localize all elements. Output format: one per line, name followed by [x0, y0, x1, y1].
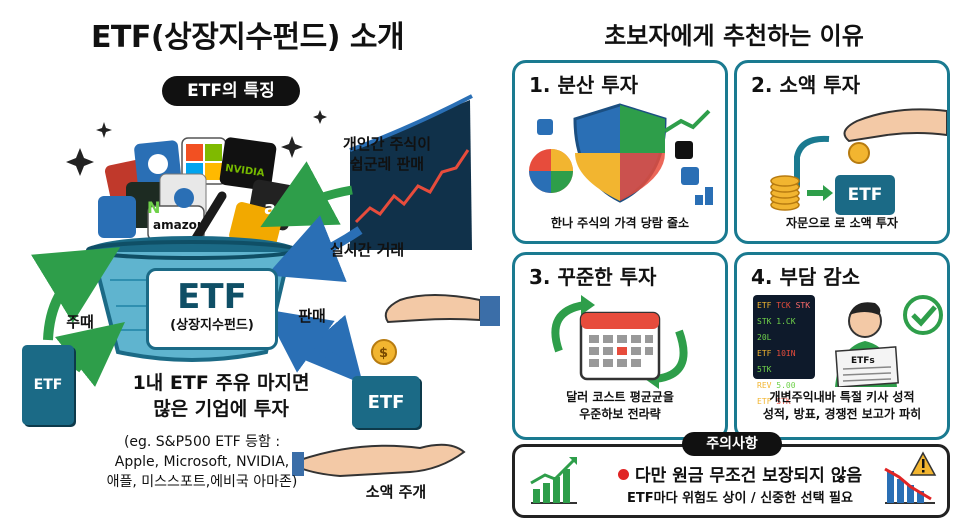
logo-n: N — [147, 198, 160, 217]
stock-screen: ETF TCK STK STK 1.CK 20L ETF 10IN 5TK RE… — [753, 295, 815, 406]
etf-card: ETF — [22, 345, 74, 425]
logo-amazon: amazon — [153, 218, 205, 232]
card-title: 4. 부담 감소 — [751, 265, 861, 289]
sell-label-text: 개인간 주식이 쉽군레 판매 — [342, 135, 432, 173]
basket-sub-text: (상장지수펀드) — [170, 318, 254, 333]
card-title: 3. 꾸준한 투자 — [529, 265, 657, 289]
red-dot-icon — [618, 469, 629, 480]
arrow-icon — [264, 309, 343, 373]
shield-icon — [529, 103, 713, 205]
caution-main-text: 다만 원금 무조건 보장되지 않음 — [605, 461, 875, 486]
sell-label: 개인간 주식이 쉽군레 판매 — [322, 134, 452, 174]
card-reduced-burden: 4. 부담 감소 ETF TCK STK STK 1.CK 20L ETF 10… — [734, 252, 950, 440]
page-title: ETF(상장지수펀드) 소개 — [90, 20, 405, 55]
card-caption: 개변주익내바 특절 키사 성적 성적, 방표, 경쟁전 보고가 파히 — [762, 390, 922, 421]
chart-icons — [530, 451, 937, 504]
screen-row: ETF 10IN 5TK — [757, 349, 796, 374]
arrow-icon — [266, 215, 363, 283]
etf-box: ETF — [835, 175, 895, 215]
right-title: 초보자에게 추천하는 이유 — [604, 22, 864, 50]
arrow-icon — [55, 322, 125, 387]
arrow-icon — [260, 161, 353, 228]
screen-row: STK 1.CK 20L — [757, 317, 796, 342]
realtime-label: 실시간 거래 — [330, 241, 405, 259]
rising-chart-icon — [530, 457, 577, 504]
person-reading-icon: ETFs — [835, 295, 943, 387]
description-main: 1내 ETF 주유 마지면 많은 기업에 투자 — [132, 372, 310, 420]
etf-small-card: ETF — [352, 376, 420, 428]
calendar-icon — [551, 295, 688, 389]
screen-row: ETF TCK STK — [757, 301, 811, 310]
svg-text:$: $ — [379, 346, 388, 361]
caution-sub-text: ETF마다 위험도 상이 / 신중한 선택 필요 — [627, 491, 853, 506]
paper-label: ETFs — [851, 356, 875, 366]
card-diversified-investment: 1. 분산 투자 한나 주식의 가격 당람 줄소 — [512, 60, 728, 244]
hand-coin-icon — [770, 108, 947, 211]
warning-chart-icon — [884, 451, 937, 504]
hand-receive-icon — [292, 443, 466, 478]
logo-a: a — [264, 198, 276, 219]
basket-label: ETF (상장지수펀드) — [146, 268, 278, 350]
description-example: (eg. S&P500 ETF 등함 : Apple, Microsoft, N… — [106, 434, 298, 490]
card-title: 2. 소액 투자 — [751, 73, 861, 97]
arrow-icon — [31, 247, 121, 341]
screen-row: REV 5.00 — [757, 381, 796, 390]
buy-label: 주때 — [66, 313, 94, 331]
card-small-investment: 2. 소액 투자 ETF 자문으로 로 소액 투자 — [734, 60, 950, 244]
hand-coin-icon: $ — [371, 294, 500, 365]
features-pill: ETF의 특징 — [162, 76, 300, 106]
caution-pill: 주의사항 — [682, 432, 782, 456]
basket-etf-text: ETF — [177, 277, 247, 317]
sell2-label: 판매 — [298, 307, 326, 325]
card-caption: 달러 코스트 평균균을 우준하보 전라략 — [566, 390, 674, 421]
card-caption: 자문으로 로 소액 투자 — [786, 216, 898, 230]
caution-box: 다만 원금 무조건 보장되지 않음 ETF마다 위험도 상이 / 신중한 선택 … — [512, 444, 950, 518]
card-title: 1. 분산 투자 — [529, 73, 639, 97]
card-caption: 한나 주식의 가격 당람 줄소 — [550, 216, 690, 230]
left-panel: N NVIDIA amazon a — [22, 20, 500, 501]
small-buy-label: 소액 주개 — [365, 483, 427, 501]
card-steady-investment: 3. 꾸준한 투자 달러 코스트 평균균을 우준하보 전라략 — [512, 252, 728, 440]
sparkle-icon — [66, 110, 327, 176]
stock-chart-icon — [349, 94, 473, 250]
caution-main-label: 다만 원금 무조건 보장되지 않음 — [635, 466, 862, 486]
logo-nvidia: NVIDIA — [224, 163, 265, 179]
screen-row: ETF STK — [757, 397, 791, 406]
